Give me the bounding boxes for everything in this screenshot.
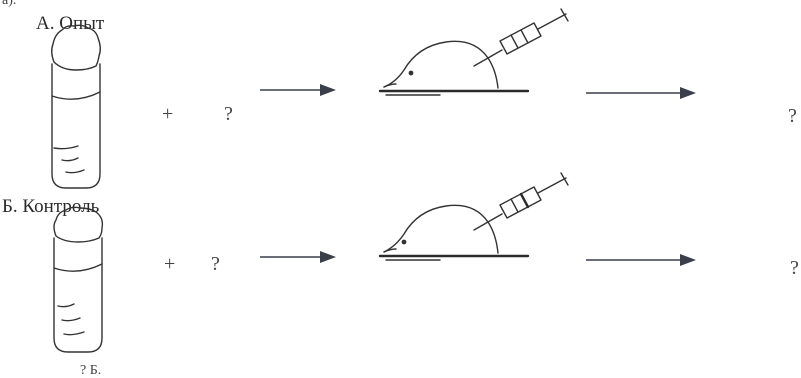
experiment-unknown-agent: ? (224, 103, 233, 125)
control-syringe-icon (473, 172, 569, 231)
control-mouse (378, 204, 530, 261)
experiment-syringe-icon (473, 8, 569, 67)
top-cut-fragment: а). (2, 0, 17, 8)
control-unknown-result: ? (790, 257, 799, 279)
experiment-arrow-to-mouse (260, 84, 336, 96)
experiment-mouse (378, 40, 530, 96)
control-plus-sign: + (164, 253, 176, 275)
control-title: Б. Контроль (2, 196, 100, 217)
experiment-test-tube (51, 24, 101, 189)
control-arrow-to-result (586, 254, 696, 266)
experiment-unknown-result: ? (788, 105, 797, 127)
experiment-plus-sign: + (162, 103, 174, 125)
control-test-tube (53, 206, 104, 353)
control-arrow-to-mouse (260, 251, 336, 263)
control-unknown-agent: ? (211, 253, 220, 275)
experiment-arrow-to-result (586, 87, 696, 99)
